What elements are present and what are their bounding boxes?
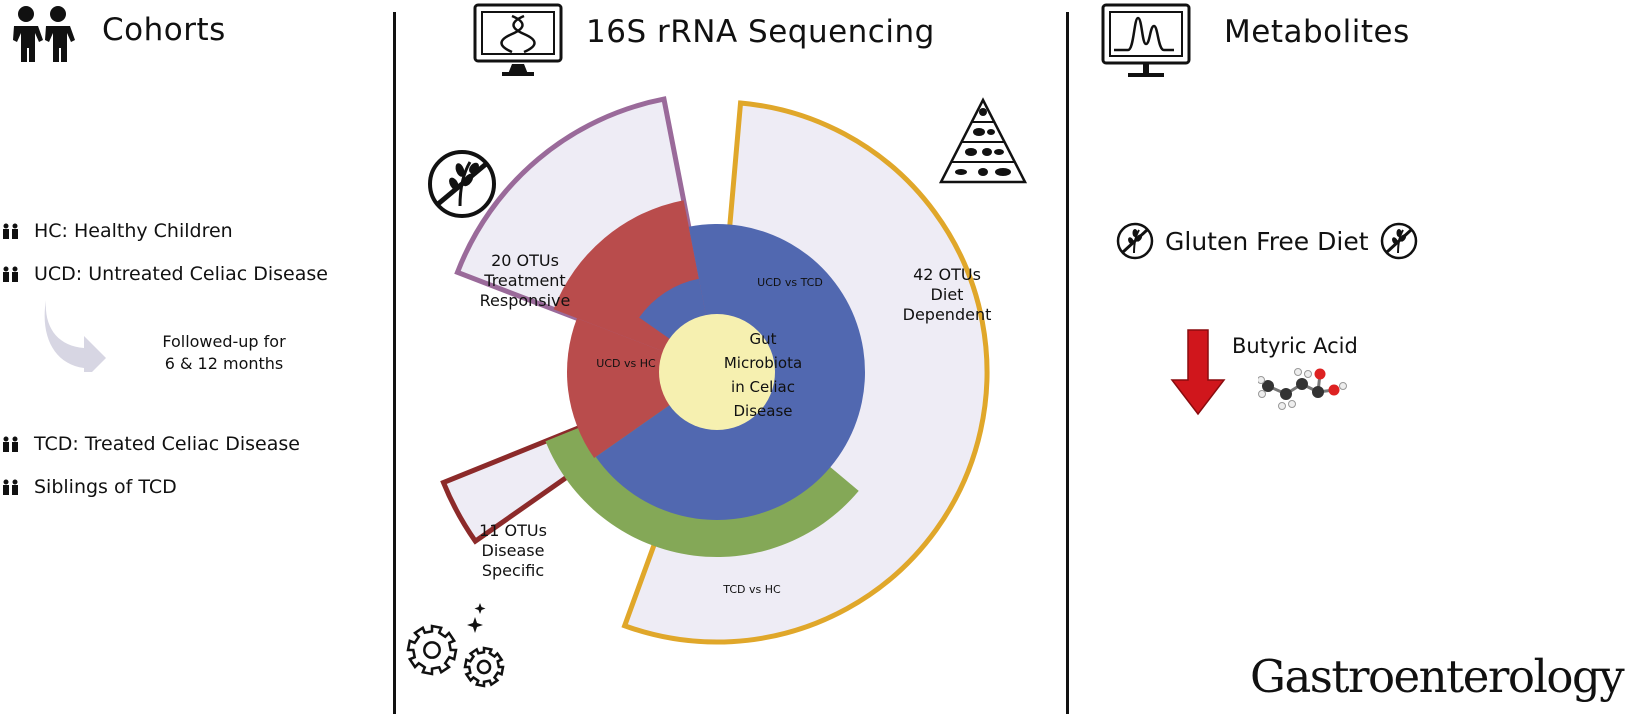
ucd-vs-hc-label: UCD vs HC [596, 357, 656, 370]
gear-icon [406, 624, 458, 676]
cohort-siblings-label: Siblings of TCD [34, 476, 177, 498]
disease-specific-label-line: Specific [482, 561, 544, 580]
tcd-vs-hc-label-line: TCD vs HC [722, 583, 781, 596]
cohort-ucd-label: UCD: Untreated Celiac Disease [34, 263, 328, 285]
cohorts-title: Cohorts [102, 12, 226, 48]
divider-left [393, 12, 396, 714]
butyric-acid-label: Butyric Acid [1232, 334, 1358, 358]
food-pyramid-icon [938, 97, 1028, 184]
cohort-hc: HC: Healthy Children [0, 220, 233, 242]
disease-specific-label-line: 11 OTUs [479, 521, 547, 540]
diet-dependent-label-line: 42 OTUs [913, 265, 981, 284]
ucd-vs-tcd-label: UCD vs TCD [757, 276, 823, 289]
people-small-icon [3, 436, 18, 452]
ucd-vs-hc-label-line: UCD vs HC [596, 357, 656, 370]
gluten-free-diet: Gluten Free Diet [1115, 221, 1419, 261]
no-gluten-icon [1116, 222, 1154, 260]
cohort-hc-label: HC: Healthy Children [34, 220, 233, 242]
down-arrow-icon [1170, 329, 1226, 416]
center-circle [659, 314, 775, 430]
gluten-free-diet-label: Gluten Free Diet [1165, 226, 1369, 256]
diet-dependent-label-line: Dependent [903, 305, 992, 324]
center-label-line: Microbiota [724, 354, 802, 372]
treatment-responsive-label-line: Responsive [480, 291, 571, 310]
no-gluten-icon [1380, 222, 1417, 260]
journal-logo: Gastroenterology [1250, 650, 1625, 703]
treatment-responsive-label-line: Treatment [483, 271, 565, 290]
computer-chart-icon [1101, 3, 1191, 77]
people-small-icon [3, 223, 18, 239]
curved-arrow-icon [44, 300, 106, 372]
gear-icon [463, 646, 505, 688]
ucd-vs-tcd-label-line: UCD vs TCD [757, 276, 823, 289]
people-small-icon [3, 266, 18, 282]
gears-icon [406, 603, 505, 688]
sequencing-title: 16S rRNA Sequencing [586, 14, 935, 50]
treatment-responsive-label-line: 20 OTUs [491, 251, 559, 270]
no-gluten-icon [428, 150, 496, 218]
computer-dna-icon [473, 3, 563, 76]
diet-dependent-label-line: Diet [931, 285, 964, 304]
people-icon [13, 6, 75, 62]
followup-text: Followed-up for 6 & 12 months [136, 331, 312, 375]
people-small-icon [3, 479, 18, 495]
cohort-siblings: Siblings of TCD [0, 476, 177, 498]
cohort-tcd-label: TCD: Treated Celiac Disease [34, 433, 300, 455]
disease-specific-label-line: Disease [482, 541, 545, 560]
molecule-icon [1258, 368, 1347, 410]
gear-hub [476, 659, 492, 675]
divider-right [1066, 12, 1069, 714]
metabolites-title: Metabolites [1224, 14, 1410, 50]
followup-line1: Followed-up for [162, 332, 286, 351]
followup-line2: 6 & 12 months [164, 354, 284, 373]
center-label-line: in Celiac [731, 378, 795, 396]
gear-hub [423, 641, 441, 659]
cohort-ucd: UCD: Untreated Celiac Disease [0, 263, 328, 285]
center-label-line: Gut [749, 330, 776, 348]
cohort-tcd: TCD: Treated Celiac Disease [0, 433, 300, 455]
center-label-line: Disease [734, 402, 793, 420]
ucd-vs-hc-inner-sector [567, 318, 717, 459]
tcd-vs-hc-label: TCD vs HC [722, 583, 781, 596]
